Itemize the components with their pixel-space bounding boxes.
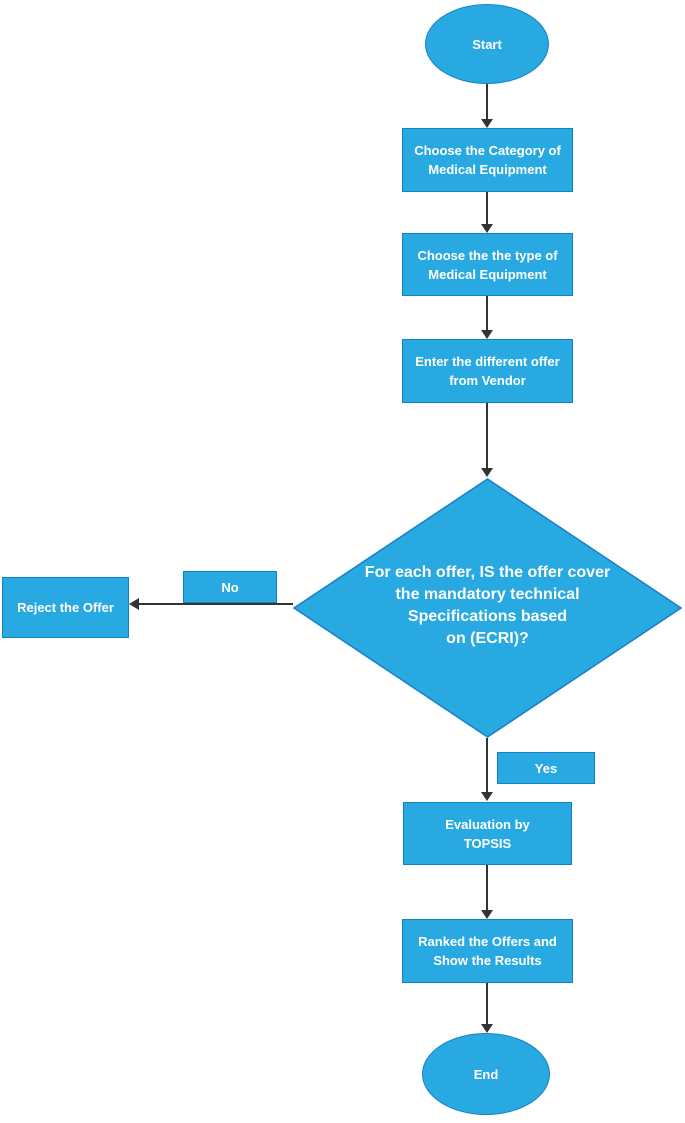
decision-question-line3: Specifications based: [407, 608, 568, 625]
process-evaluation-line1: Evaluation by: [445, 816, 530, 832]
arrow-no-branch-line: [139, 603, 293, 605]
arrow-eval-to-ranked-head: [481, 910, 493, 919]
arrow-ranked-to-end-line: [486, 983, 488, 1024]
arrow-category-to-type-line: [486, 192, 488, 225]
process-enter-offers-line1: Enter the different offer: [415, 354, 560, 369]
start-terminator: Start: [425, 4, 549, 84]
decision-diamond: For each offer, IS the offer cover the m…: [293, 478, 682, 738]
decision-diamond-shape: [293, 478, 682, 738]
process-reject-offer-text: Reject the Offer: [17, 600, 114, 615]
arrow-offers-to-decision-head: [481, 468, 493, 477]
decision-question: For each offer, IS the offer cover the m…: [317, 562, 658, 650]
arrow-start-to-category-line: [486, 84, 488, 120]
process-evaluation-topsis: Evaluation by TOPSIS: [403, 802, 572, 865]
arrow-yes-branch-head: [481, 792, 493, 801]
arrow-eval-to-ranked-line: [486, 865, 488, 910]
arrow-yes-branch-line: [486, 738, 488, 793]
end-label: End: [473, 1066, 499, 1082]
decision-question-line4: on (ECRI)?: [446, 630, 529, 647]
decision-question-line1: For each offer, IS the offer cover: [364, 564, 611, 581]
branch-label-yes-text: Yes: [534, 760, 558, 776]
process-choose-type-line2: Medical Equipment: [428, 266, 547, 282]
start-label: Start: [472, 36, 502, 52]
arrow-offers-to-decision-line: [486, 403, 488, 469]
process-enter-offers-line2: from Vendor: [449, 373, 526, 388]
process-choose-type: Choose the the type of Medical Equipment: [402, 233, 573, 296]
arrow-type-to-offers-line: [486, 296, 488, 331]
branch-label-yes: Yes: [497, 752, 595, 784]
process-evaluation-line2: TOPSIS: [463, 835, 512, 851]
arrow-type-to-offers-head: [481, 330, 493, 339]
process-enter-offers: Enter the different offer from Vendor: [402, 339, 573, 403]
arrow-start-to-category-head: [481, 119, 493, 128]
arrow-no-branch-head: [129, 598, 139, 610]
end-terminator: End: [422, 1033, 550, 1115]
arrow-category-to-type-head: [481, 224, 493, 233]
branch-label-no: No: [183, 571, 277, 603]
arrow-ranked-to-end-head: [481, 1024, 493, 1033]
process-choose-category: Choose the Category of Medical Equipment: [402, 128, 573, 192]
branch-label-no-text: No: [221, 579, 239, 595]
process-choose-category-line1: Choose the Category of: [414, 143, 561, 158]
process-ranked-offers: Ranked the Offers and Show the Results: [402, 919, 573, 983]
process-choose-category-line2: Medical Equipment: [428, 162, 547, 177]
decision-question-line2: the mandatory technical: [395, 586, 580, 603]
process-ranked-line1: Ranked the Offers and: [418, 934, 557, 949]
process-ranked-line2: Show the Results: [433, 953, 542, 968]
process-choose-type-line1: Choose the the type of: [417, 247, 558, 263]
process-reject-offer: Reject the Offer: [2, 577, 129, 638]
